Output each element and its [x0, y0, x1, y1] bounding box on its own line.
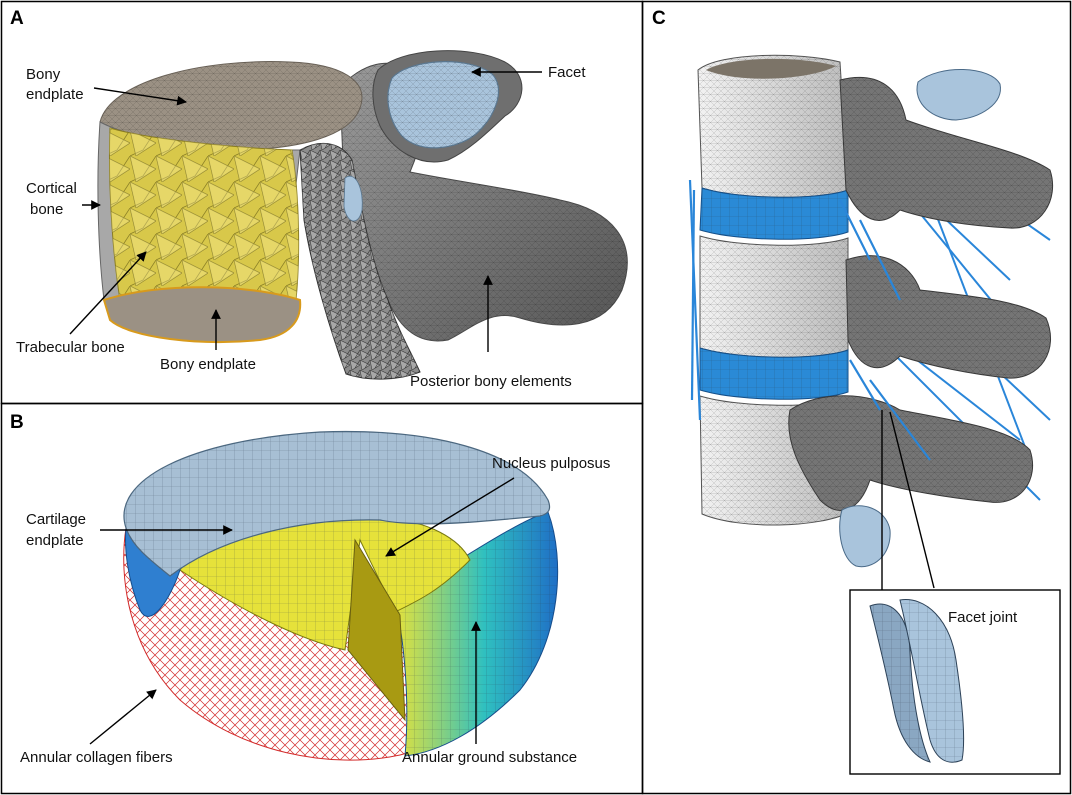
- arrow-nucleus: [385, 477, 515, 557]
- panel-b-letter: B: [10, 412, 24, 433]
- vertebra-2-mesh: [700, 236, 848, 358]
- facet-mesh: [387, 61, 499, 148]
- panel-c: C: [652, 8, 1061, 775]
- label-facet: Facet: [548, 64, 586, 81]
- spinous-process-3-mesh: [788, 395, 1033, 511]
- spinous-process-2-mesh: [846, 255, 1051, 379]
- cartilage-endplate-mesh: [123, 431, 550, 576]
- panel-a-letter: A: [10, 8, 24, 29]
- arrow-collagen: [89, 689, 157, 745]
- label-posterior: Posterior bony elements: [410, 373, 572, 390]
- nucleus-mesh: [180, 518, 470, 650]
- disc-2-mesh: [700, 348, 848, 400]
- label-nucleus: Nucleus pulposus: [492, 455, 610, 472]
- collagen-fiber-mesh: [123, 528, 434, 761]
- label-cartilage-line1: Cartilage: [26, 511, 86, 528]
- label-bony-endplate-top-line1: Bony: [26, 66, 61, 83]
- nucleus-cut-face: [347, 538, 406, 722]
- spinous-process-1-mesh: [840, 77, 1053, 229]
- label-collagen: Annular collagen fibers: [20, 749, 173, 766]
- facet-bottom: [839, 505, 891, 568]
- arrow-trabecular: [69, 251, 147, 335]
- panel-c-letter: C: [652, 8, 666, 29]
- label-ground-substance: Annular ground substance: [402, 749, 577, 766]
- facet-top: [916, 69, 1001, 121]
- pedicle-cut-mesh: [300, 143, 420, 380]
- arrow-bony-endplate-top: [93, 87, 187, 106]
- disc-1-mesh: [700, 188, 848, 240]
- bony-endplate-bottom-shape: [102, 286, 302, 343]
- trabecular-mesh: [109, 128, 299, 300]
- label-cartilage-line2: endplate: [26, 532, 84, 549]
- bony-endplate-top-mesh: [100, 61, 362, 150]
- panel-a: A Bony endplate Facet Cortical bone Trab: [10, 8, 628, 390]
- label-bony-endplate-bottom: Bony endplate: [160, 356, 256, 373]
- facet-inner-surface: [343, 175, 363, 222]
- label-trabecular: Trabecular bone: [16, 339, 125, 356]
- panel-b: B Nucleus pulposus Cartilage endplate An…: [10, 412, 610, 766]
- facet-joint-mesh-left: [870, 603, 930, 762]
- label-cortical-line1: Cortical: [26, 180, 77, 197]
- vertebra-1-endplate: [706, 58, 836, 79]
- facet-joint-mesh-right: [900, 599, 964, 763]
- panel-c-border: [641, 0, 1072, 795]
- label-cortical-line2: bone: [30, 201, 63, 218]
- vertebra-1-mesh: [698, 55, 848, 198]
- label-facet-joint: Facet joint: [948, 609, 1018, 626]
- ligaments-front: [688, 179, 931, 461]
- inset-leader-right: [889, 411, 935, 589]
- label-bony-endplate-top-line2: endplate: [26, 86, 84, 103]
- posterior-elements: [788, 69, 1054, 568]
